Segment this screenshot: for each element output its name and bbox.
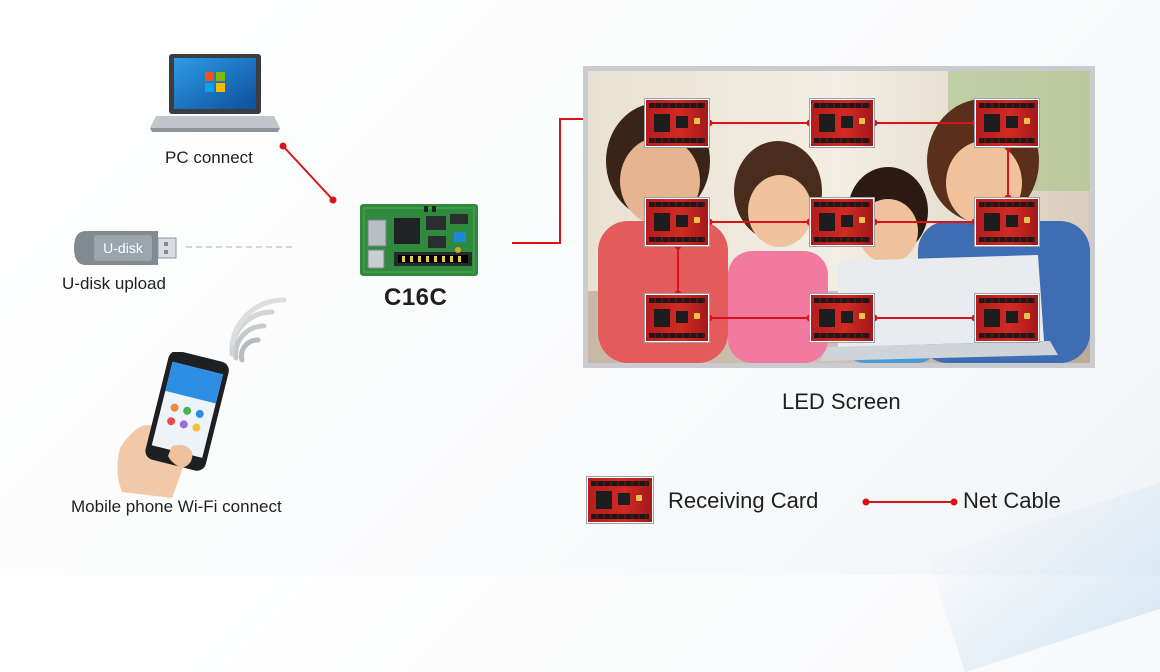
pc-link-dot-start (279, 142, 287, 150)
wifi-waves-icon (229, 297, 287, 363)
receiving-card (974, 293, 1040, 343)
receiving-card (644, 293, 710, 343)
usb-stick-icon: U-disk (74, 231, 177, 265)
receiving-card (974, 197, 1040, 247)
legend-receiving-card-label: Receiving Card (668, 488, 819, 513)
udisk-upload-label: U-disk upload (62, 274, 166, 293)
led-screen-label: LED Screen (782, 389, 901, 414)
legend-receiving-card-icon (586, 476, 654, 524)
legend-net-cable-label: Net Cable (963, 488, 1061, 513)
pc-link-line (282, 145, 334, 201)
legend-net-cable-icon (862, 498, 958, 506)
pc-connect-label: PC connect (165, 148, 253, 167)
smartphone-icon (117, 352, 229, 498)
mobile-wifi-label: Mobile phone Wi-Fi connect (71, 497, 282, 516)
receiving-card (644, 197, 710, 247)
receiving-card (809, 293, 875, 343)
laptop-icon (150, 54, 280, 132)
udisk-stick-text: U-disk (103, 240, 144, 256)
receiving-card (974, 98, 1040, 148)
receiving-card (809, 98, 875, 148)
led-screen (583, 66, 1095, 368)
controller-board-icon (360, 204, 478, 276)
receiving-card (644, 98, 710, 148)
pc-link-dot-end (329, 196, 337, 204)
controller-label: C16C (384, 284, 448, 311)
receiving-card (809, 197, 875, 247)
